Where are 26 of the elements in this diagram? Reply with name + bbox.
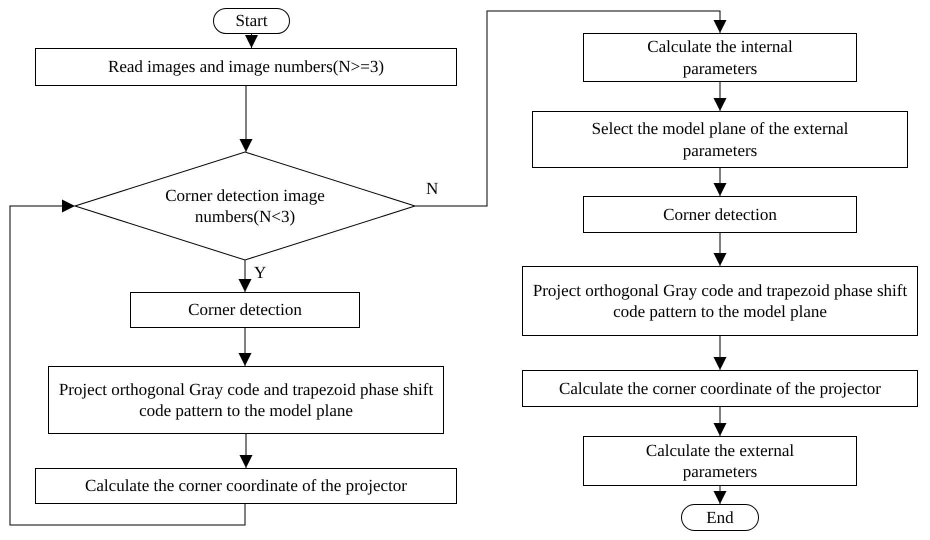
process-box: Read images and image numbers(N>=3) — [35, 48, 457, 86]
process-box: Select the model plane of the external parameters — [532, 111, 908, 168]
terminal-box: End — [681, 504, 759, 531]
terminal-box: Start — [213, 8, 290, 34]
decision-text: Corner detection image numbers(N<3) — [164, 184, 326, 228]
arrow — [240, 434, 252, 468]
arrow — [238, 328, 252, 366]
arrow — [10, 200, 246, 526]
arrow — [714, 168, 726, 196]
process-box: Corner detection — [130, 292, 360, 328]
arrow — [714, 406, 726, 436]
arrow — [238, 260, 252, 292]
arrow — [240, 86, 252, 152]
arrow — [714, 232, 726, 266]
process-box: Calculate the corner coordinate of the projector — [522, 370, 918, 407]
arrow — [714, 82, 726, 112]
process-box: Calculate the internal parameters — [583, 33, 857, 82]
arrow — [245, 34, 258, 48]
process-box: Calculate the external parameters — [583, 436, 857, 486]
arrow — [714, 336, 726, 370]
process-box: Calculate the corner coordinate of the projector — [35, 468, 457, 504]
process-box: Corner detection — [583, 196, 857, 233]
arrow — [714, 486, 726, 504]
process-box: Project orthogonal Gray code and trapezoid phase shift code pattern to the model plane — [48, 366, 444, 434]
arrow — [414, 10, 726, 206]
process-box: Project orthogonal Gray code and trapezoid phase shift code pattern to the model plane — [522, 266, 918, 336]
